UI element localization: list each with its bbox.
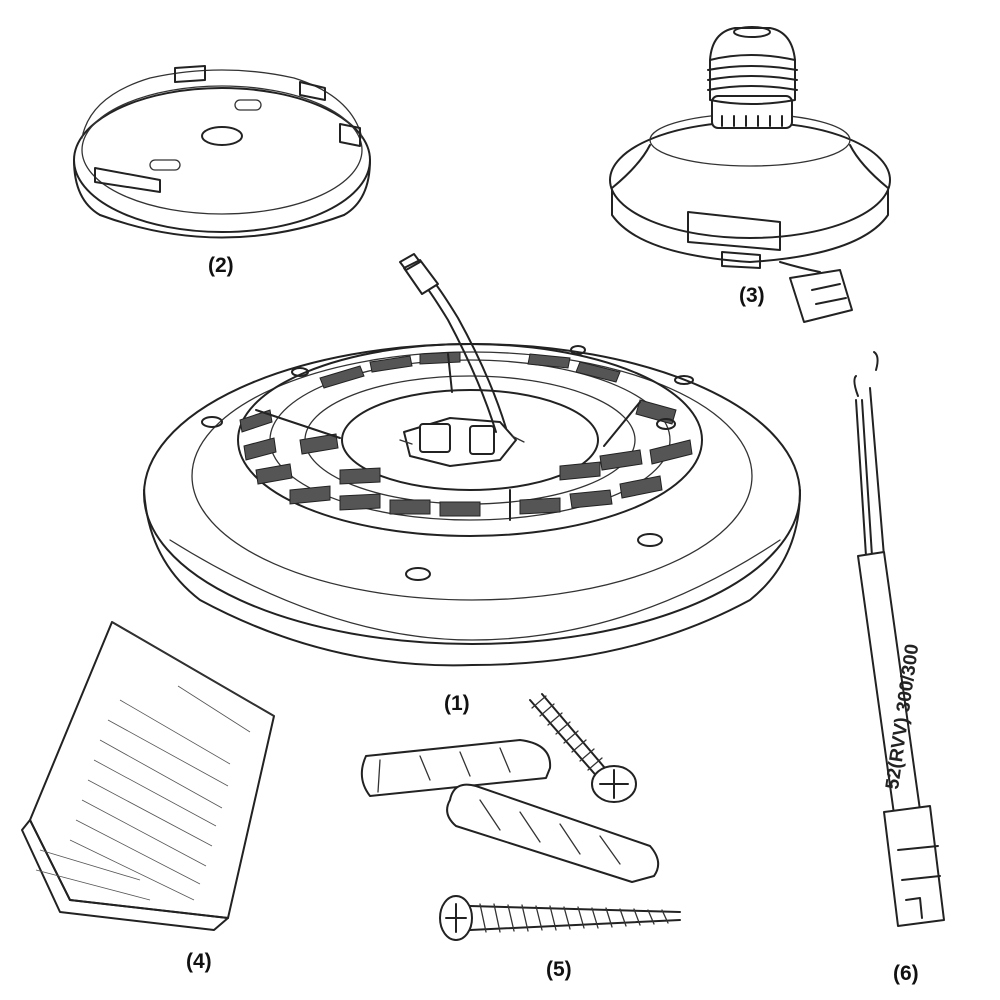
led-ceiling-lamp-body-icon (143, 253, 801, 667)
screws-and-dowels-icon (360, 693, 681, 941)
part-label-5: (5) (546, 958, 572, 981)
instruction-manual-icon (21, 621, 275, 931)
part-label-1: (1) (444, 692, 470, 715)
part-label-2: (2) (208, 254, 234, 277)
part-label-4: (4) (186, 950, 212, 973)
power-cable-icon (853, 351, 945, 927)
e27-socket-adapter-icon (609, 26, 891, 323)
part-label-3: (3) (739, 284, 765, 307)
part-label-6: (6) (893, 962, 919, 985)
mounting-plate-icon (73, 65, 371, 239)
